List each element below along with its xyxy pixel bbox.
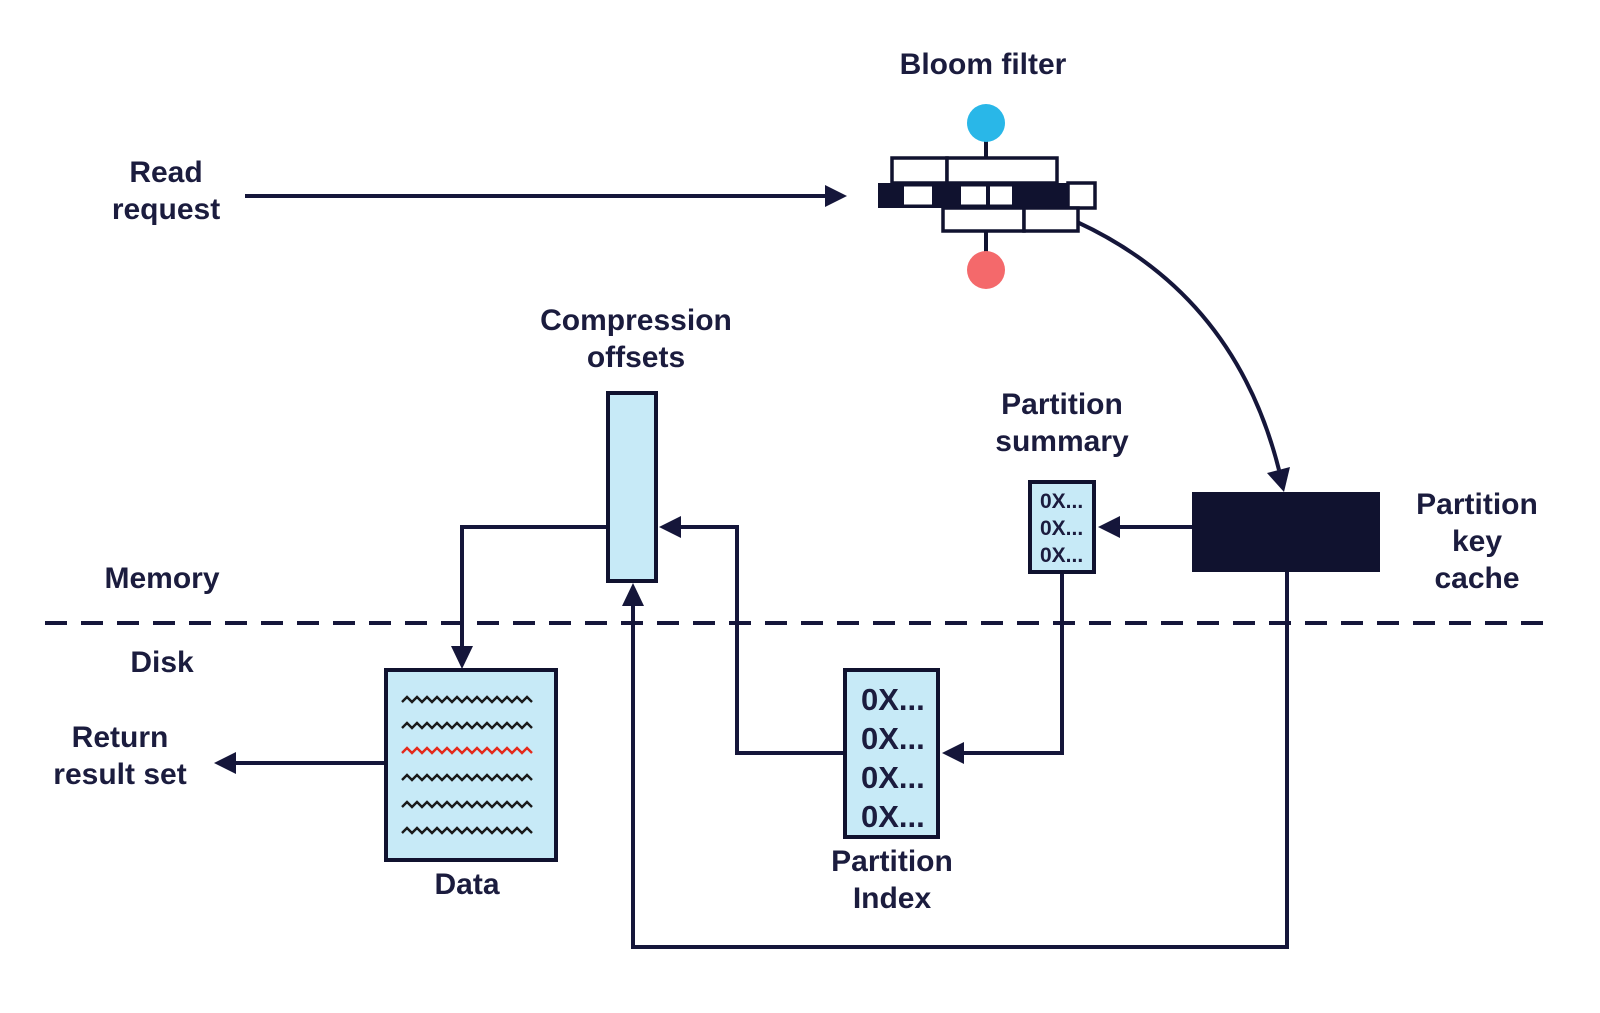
hex-entry: 0X...	[861, 799, 925, 834]
hex-entry: 0X...	[861, 760, 925, 795]
data-to-return-arrow	[214, 752, 384, 774]
hex-entry: 0X...	[861, 721, 925, 756]
partition-index-box: 0X... 0X... 0X... 0X...	[843, 668, 940, 839]
bloom-to-keycache-arrow	[1076, 220, 1290, 492]
data-rows	[400, 695, 534, 835]
bloom-bit-0	[904, 186, 932, 205]
partition-key-cache-box	[1192, 492, 1380, 572]
bloom-bit-0	[961, 186, 986, 205]
disk-label: Disk	[130, 646, 194, 679]
bloom-filter-label: Bloom filter	[899, 48, 1067, 81]
data-label: Data	[434, 868, 500, 901]
bloom-filter-icon	[878, 104, 1097, 289]
index-to-offsets-arrow	[659, 516, 843, 755]
hex-entry: 0X...	[1040, 490, 1084, 513]
data-row-squiggle	[400, 800, 534, 809]
compression-offsets-box	[606, 391, 658, 583]
memory-label: Memory	[104, 562, 220, 595]
cyan-dot-icon	[967, 104, 1005, 142]
bloom-cell	[941, 206, 1026, 233]
bloom-cell	[890, 156, 949, 185]
red-dot-icon	[967, 251, 1005, 289]
keycache-to-offsets-loop-arrow	[622, 572, 1289, 949]
data-row-squiggle	[400, 773, 534, 782]
partition-key-cache-label: Partition key cache	[1416, 488, 1538, 595]
keycache-to-summary-arrow	[1098, 516, 1192, 538]
read-request-label: Read request	[111, 156, 221, 226]
partition-summary-box: 0X... 0X... 0X...	[1028, 480, 1096, 574]
return-result-set-label: Return result set	[53, 721, 187, 791]
bloom-cell	[1022, 206, 1080, 233]
bloom-cell	[945, 156, 1059, 185]
data-box	[384, 668, 558, 862]
data-row-squiggle	[400, 826, 534, 835]
bloom-bit-0	[990, 186, 1012, 205]
hex-entry: 0X...	[1040, 544, 1084, 567]
data-row-squiggle-highlight	[400, 746, 534, 755]
data-row-squiggle	[400, 695, 534, 704]
offsets-to-data-arrow	[451, 525, 606, 669]
bloom-cell	[1066, 181, 1097, 210]
partition-summary-label: Partition summary	[995, 388, 1129, 458]
hex-entry: 0X...	[1040, 517, 1084, 540]
summary-to-index-arrow	[942, 572, 1064, 764]
partition-index-label: Partition Index	[831, 845, 953, 915]
hex-entry: 0X...	[861, 682, 925, 717]
compression-offsets-label: Compression offsets	[540, 304, 732, 374]
read-request-arrow	[245, 185, 847, 207]
data-row-squiggle	[400, 721, 534, 730]
